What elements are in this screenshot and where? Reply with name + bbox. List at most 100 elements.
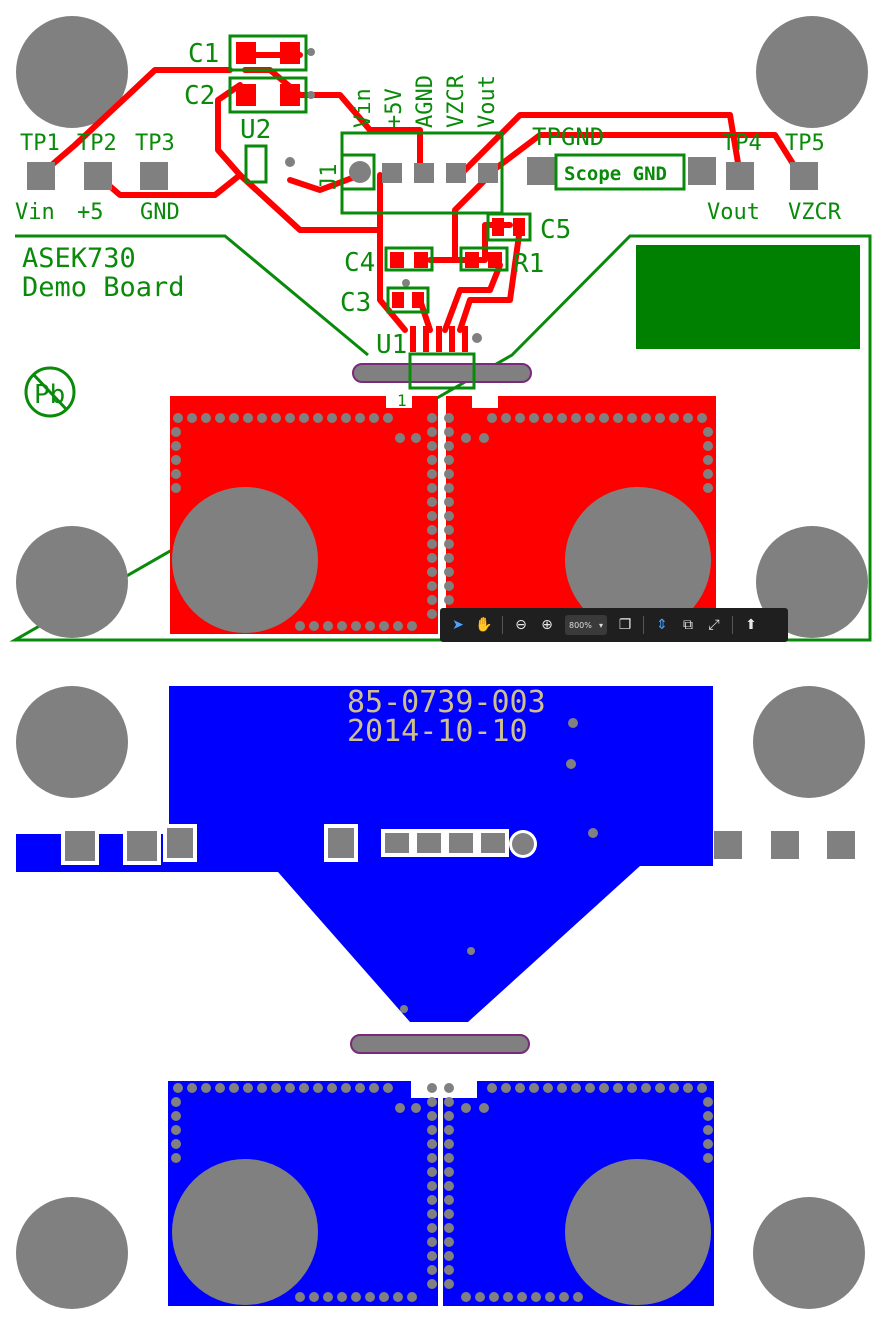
fit-page-icon[interactable]: ⧉ <box>683 617 693 633</box>
via <box>479 433 489 443</box>
via <box>427 1251 437 1261</box>
via <box>444 595 454 605</box>
slot-top <box>352 363 532 383</box>
via <box>487 1083 497 1093</box>
via <box>515 1083 525 1093</box>
u2-label: U2 <box>240 115 271 145</box>
pages-icon[interactable]: ❐ <box>618 617 632 633</box>
via <box>444 567 454 577</box>
bottom-ground-pour <box>16 686 713 1022</box>
c5-label: C5 <box>540 215 571 245</box>
via <box>444 455 454 465</box>
via <box>543 1083 553 1093</box>
via <box>571 413 581 423</box>
gnd-label: GND <box>140 200 180 225</box>
viewer-toolbar: ➤ ✋ ⊖ ⊕ 800% ▾ ❐ ⇕ ⧉ ⤢ ⬆ <box>440 608 788 642</box>
pointer-icon[interactable]: ➤ <box>452 617 464 633</box>
via <box>173 413 183 423</box>
hand-icon[interactable]: ✋ <box>475 617 493 633</box>
via <box>427 483 437 493</box>
via <box>229 1083 239 1093</box>
vin-label: Vin <box>15 200 55 225</box>
via <box>461 433 471 443</box>
zoom-out-icon[interactable]: ⊖ <box>515 617 527 633</box>
via <box>285 413 295 423</box>
via <box>427 595 437 605</box>
toolbar-divider <box>502 616 503 634</box>
via <box>427 539 437 549</box>
via <box>444 511 454 521</box>
via <box>444 539 454 549</box>
via <box>411 433 421 443</box>
via <box>559 1292 569 1302</box>
pb-free-icon: Pb <box>24 366 76 418</box>
bottom-connector-pads <box>61 718 855 1013</box>
via <box>201 413 211 423</box>
via <box>641 413 651 423</box>
via <box>427 1195 437 1205</box>
via <box>379 621 389 631</box>
via <box>271 413 281 423</box>
zoom-in-icon[interactable]: ⊕ <box>541 617 553 633</box>
via <box>427 581 437 591</box>
via <box>427 1139 437 1149</box>
via <box>427 1167 437 1177</box>
vout-label: Vout <box>707 200 760 225</box>
via <box>503 1292 513 1302</box>
via <box>444 1167 454 1177</box>
via <box>703 455 713 465</box>
via <box>379 1292 389 1302</box>
via <box>427 455 437 465</box>
via <box>489 1292 499 1302</box>
via <box>215 413 225 423</box>
via <box>313 1083 323 1093</box>
scope-gnd-label: Scope GND <box>564 163 667 185</box>
via <box>669 413 679 423</box>
via <box>171 1125 181 1135</box>
via <box>355 413 365 423</box>
zoom-level-select[interactable]: 800% ▾ <box>565 615 607 635</box>
solid-fill-top-right <box>636 245 860 349</box>
via <box>427 441 437 451</box>
tp1-label: TP1 <box>20 131 60 156</box>
c2-label: C2 <box>184 81 215 111</box>
via <box>427 1153 437 1163</box>
share-icon[interactable]: ⬆ <box>745 617 757 633</box>
via <box>585 1083 595 1093</box>
via <box>295 1292 305 1302</box>
mount-hole-bottom-lower-left <box>16 1197 128 1309</box>
via <box>427 1279 437 1289</box>
toolbar-divider <box>732 616 733 634</box>
via <box>243 1083 253 1093</box>
mount-hole-bottom-upper-left <box>16 686 128 798</box>
mount-hole-mid-left <box>16 526 128 638</box>
via <box>444 1265 454 1275</box>
via <box>529 413 539 423</box>
via <box>703 1139 713 1149</box>
via <box>427 1265 437 1275</box>
r1-label: R1 <box>513 249 544 279</box>
fit-height-icon[interactable]: ⇕ <box>656 617 668 633</box>
via <box>427 1111 437 1121</box>
via <box>215 1083 225 1093</box>
via <box>337 621 347 631</box>
via <box>461 1292 471 1302</box>
via <box>201 1083 211 1093</box>
fullscreen-icon[interactable]: ⤢ <box>708 617 720 633</box>
via <box>355 1083 365 1093</box>
via <box>427 1223 437 1233</box>
zoom-level-value: 800% <box>569 620 592 630</box>
via <box>365 621 375 631</box>
via <box>479 1103 489 1113</box>
via <box>545 1292 555 1302</box>
via <box>323 1292 333 1302</box>
via <box>427 553 437 563</box>
toolbar-divider <box>643 616 644 634</box>
via <box>641 1083 651 1093</box>
via-array-top <box>171 413 713 631</box>
via <box>171 441 181 451</box>
part-number: 85-0739-003 <box>347 685 546 720</box>
mount-hole-top-right <box>756 16 868 128</box>
u1-label: U1 <box>376 330 407 360</box>
